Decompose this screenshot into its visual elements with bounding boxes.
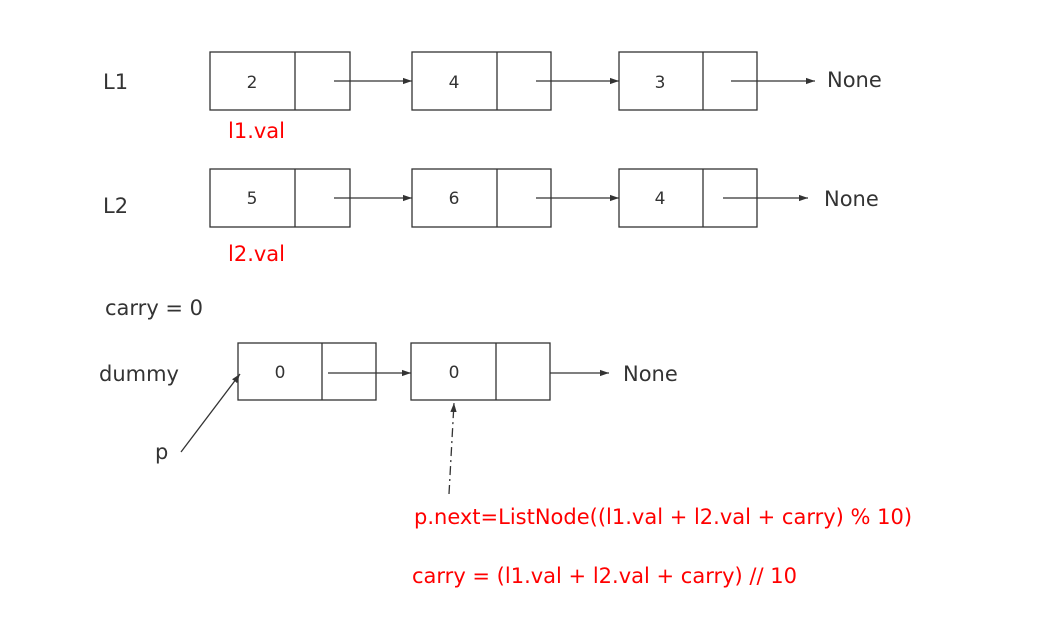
list-label-l2: L2 xyxy=(103,194,128,218)
node-value: 2 xyxy=(247,73,258,93)
result-list: dummy 0 0 None xyxy=(99,342,678,401)
carry-initial: carry = 0 xyxy=(105,296,203,320)
node-l1-1: 2 xyxy=(209,51,351,111)
node-value: 4 xyxy=(655,189,666,209)
node-value: 3 xyxy=(655,73,666,93)
node-box xyxy=(410,342,551,401)
node-l2-3: 4 xyxy=(618,168,758,228)
node-value: 0 xyxy=(275,363,286,383)
dummy-label: dummy xyxy=(99,362,179,386)
list-label-l1: L1 xyxy=(103,70,128,94)
pointer-label-l1-val: l1.val xyxy=(228,119,285,143)
tail-none-l2: None xyxy=(824,187,879,211)
pointer-p-label: p xyxy=(155,440,168,464)
tail-none-result: None xyxy=(623,362,678,386)
node-value: 6 xyxy=(449,189,460,209)
node-box xyxy=(209,51,351,111)
node-box xyxy=(411,168,552,228)
pointer-label-l2-val: l2.val xyxy=(228,242,285,266)
formula-carry: carry = (l1.val + l2.val + carry) // 10 xyxy=(412,564,797,588)
node-value: 4 xyxy=(449,73,460,93)
node-box xyxy=(237,342,377,401)
list-l1: L1 2 4 3 None l1.val xyxy=(103,51,882,143)
tail-none-l1: None xyxy=(827,68,882,92)
node-new: 0 xyxy=(410,342,551,401)
node-l2-1: 5 xyxy=(209,168,351,228)
node-box xyxy=(209,168,351,228)
node-dummy: 0 xyxy=(237,342,377,401)
node-l1-2: 4 xyxy=(411,51,552,111)
node-value: 0 xyxy=(449,363,460,383)
node-l2-2: 6 xyxy=(411,168,552,228)
assign-arrow xyxy=(448,402,457,495)
list-l2: L2 5 6 4 None l2.val xyxy=(103,168,879,266)
pointer-p-arrow xyxy=(180,373,241,453)
node-box xyxy=(411,51,552,111)
node-value: 5 xyxy=(247,189,258,209)
formula-next: p.next=ListNode((l1.val + l2.val + carry… xyxy=(414,505,912,529)
